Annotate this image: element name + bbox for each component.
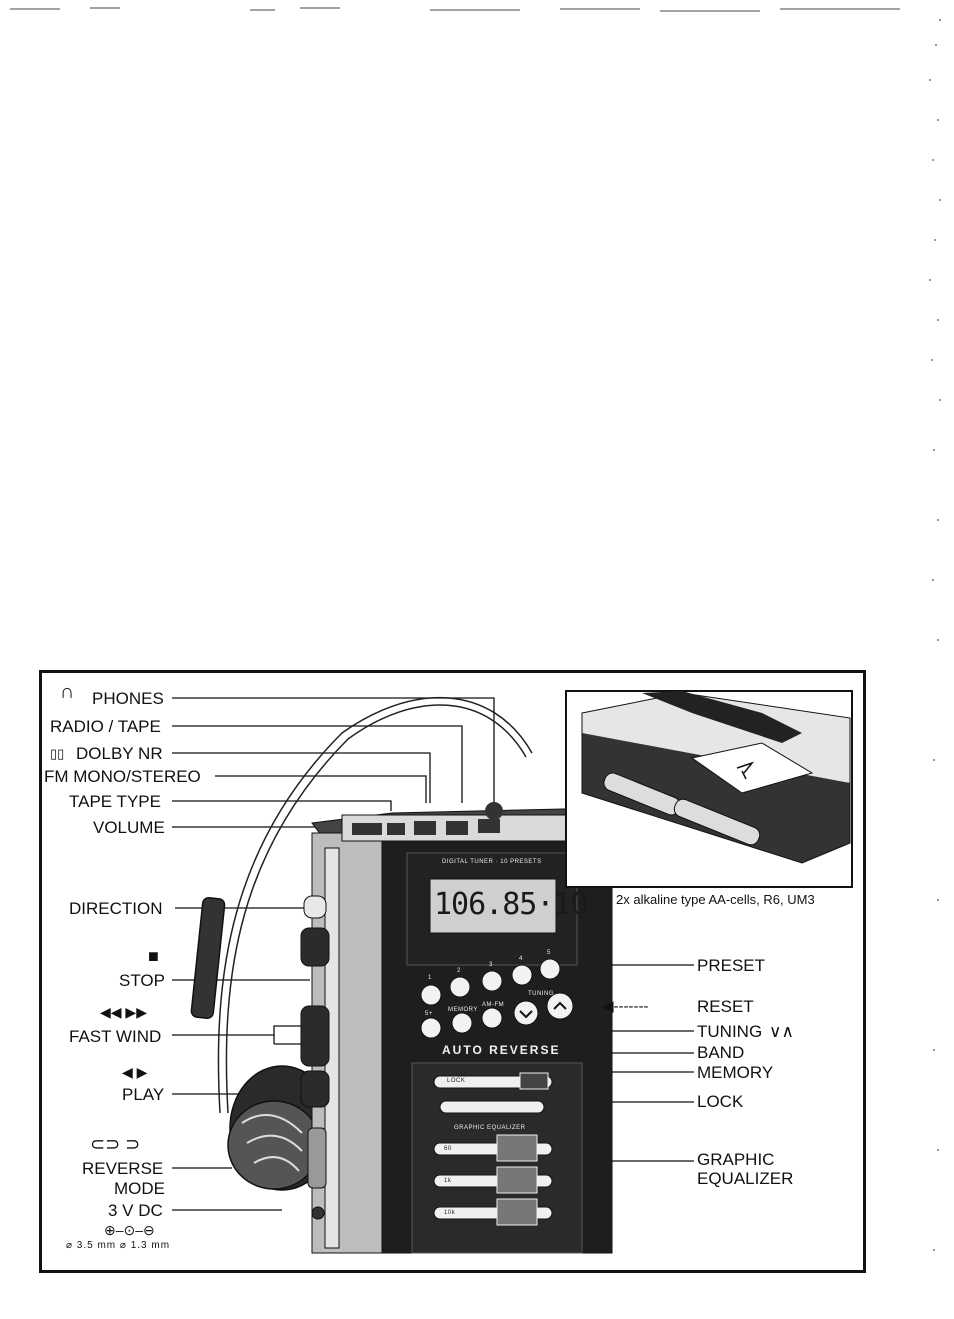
play-icon: ◀ ▶ <box>122 1064 148 1080</box>
label-fm-mono-stereo: FM MONO/STEREO <box>44 767 201 786</box>
cassette-player <box>300 802 613 1254</box>
tuner-header: DIGITAL TUNER · 10 PRESETS <box>442 859 542 865</box>
label-preset: PRESET <box>697 956 766 975</box>
preset-2-label: 2 <box>457 968 461 974</box>
label-stop: STOP <box>119 971 165 990</box>
label-band: BAND <box>697 1043 745 1062</box>
label-memory: MEMORY <box>697 1063 774 1082</box>
label-lock: LOCK <box>697 1092 744 1111</box>
eq-band-1: 60 <box>444 1146 452 1152</box>
fast-wind-icon: ◀◀ ▶▶ <box>100 1004 147 1020</box>
preset-3-label: 3 <box>489 962 493 968</box>
label-phones: PHONES <box>92 689 164 708</box>
jack-polarity-icon: ⊕–⊙–⊖ <box>104 1222 155 1238</box>
reverse-mode-icon: ⊂⊃ ⊃ <box>90 1134 141 1154</box>
label-fast-wind: FAST WIND <box>69 1027 162 1046</box>
dolby-icon: ▯▯ <box>50 746 65 761</box>
label-mode: MODE <box>114 1179 165 1198</box>
button-5plus-label: 5+ <box>425 1011 433 1017</box>
label-equalizer: EQUALIZER <box>697 1169 794 1188</box>
jack-sizes: ⌀ 3.5 mm ⌀ 1.3 mm <box>66 1240 171 1251</box>
label-play: PLAY <box>122 1085 165 1104</box>
preset-4-label: 4 <box>519 956 523 962</box>
button-tuning-label: TUNING <box>528 991 554 997</box>
tuning-arrows-icon: ∨∧ <box>769 1022 794 1041</box>
stop-icon: ■ <box>148 946 159 966</box>
preset-5-label: 5 <box>547 950 551 956</box>
battery-inset <box>565 690 853 888</box>
diagram-drawing <box>172 690 853 1254</box>
eq-band-3: 10k <box>444 1210 456 1216</box>
headphones-icon: ∩ <box>60 681 75 703</box>
preset-1-label: 1 <box>428 975 432 981</box>
label-radio-tape: RADIO / TAPE <box>50 717 161 736</box>
label-direction: DIRECTION <box>69 899 163 918</box>
eq-band-2: 1k <box>444 1178 452 1184</box>
label-graphic: GRAPHIC <box>697 1150 775 1169</box>
eq-title: GRAPHIC EQUALIZER <box>454 1125 526 1131</box>
lcd-display: 106.85·10 <box>434 887 589 922</box>
battery-caption: 2x alkaline type AA-cells, R6, UM3 <box>616 892 815 907</box>
auto-reverse-logo: AUTO REVERSE <box>442 1043 561 1057</box>
button-am-fm-label: AM-FM <box>482 1002 505 1008</box>
label-tape-type: TAPE TYPE <box>69 792 161 811</box>
button-memory-label: MEMORY <box>448 1007 478 1013</box>
label-reset: RESET <box>697 997 754 1016</box>
reset-arrow-icon: ◀------- <box>602 998 649 1015</box>
walkman-diagram: ∩ PHONES RADIO / TAPE ▯▯ DOLBY NR FM MON… <box>39 670 866 1273</box>
lock-switch-label: LOCK <box>447 1078 466 1084</box>
label-tuning: TUNING <box>697 1022 763 1041</box>
label-reverse: REVERSE <box>82 1159 164 1178</box>
label-volume: VOLUME <box>93 818 165 837</box>
label-dolby-nr: DOLBY NR <box>76 744 163 763</box>
label-3v-dc: 3 V DC <box>108 1201 163 1220</box>
